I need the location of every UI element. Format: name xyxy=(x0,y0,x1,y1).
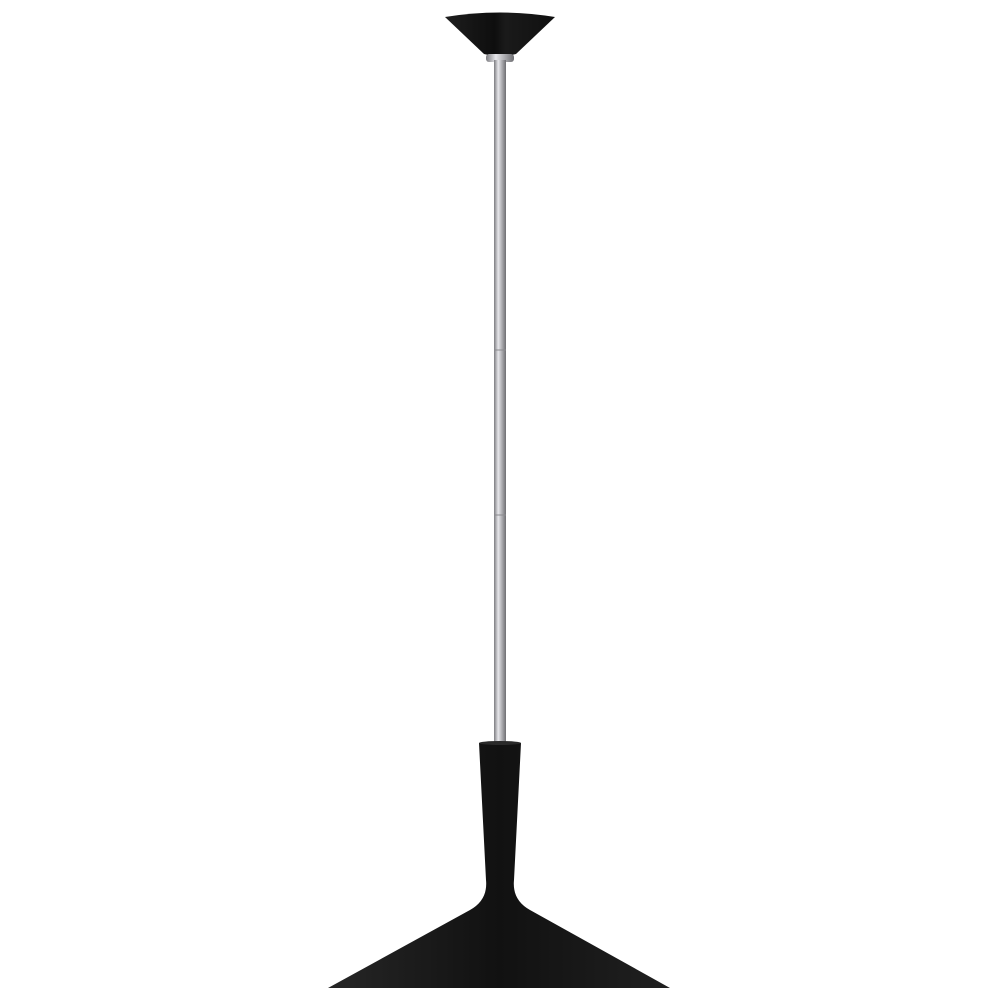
down-rod xyxy=(494,60,506,746)
canopy-collar xyxy=(486,54,514,62)
ceiling-canopy xyxy=(445,12,555,56)
lamp-shade xyxy=(328,743,670,988)
neck-top xyxy=(479,741,521,745)
